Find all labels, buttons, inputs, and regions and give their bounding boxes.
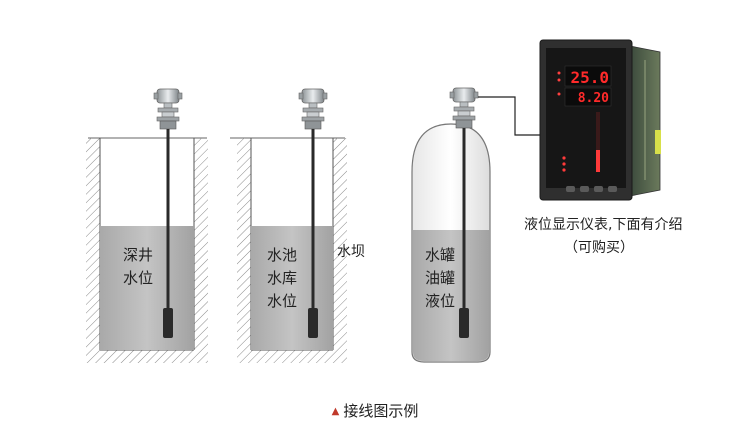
dam-label: 水坝 [337, 244, 365, 260]
tank-line-3: 液位 [425, 292, 456, 310]
probe-head-icon [298, 88, 328, 122]
well-right-wall [194, 138, 208, 363]
tank-line-1: 水罐 [425, 246, 456, 264]
reservoir-line-3: 水位 [267, 292, 298, 310]
deep-well-line-2: 水位 [123, 269, 154, 287]
meter-button-3[interactable] [594, 186, 603, 192]
caption-text: 接线图示例 [343, 402, 419, 420]
tank-liquid [413, 230, 489, 361]
meter-button-1[interactable] [566, 186, 575, 192]
tank-panel [411, 87, 545, 363]
level-meter: 25.0 8.20 [539, 39, 661, 201]
caption: ▲接线图示例 [0, 400, 750, 421]
meter-button-2[interactable] [580, 186, 589, 192]
meter-button-4[interactable] [608, 186, 617, 192]
meter-purchase-note: （可购买） [564, 240, 634, 256]
signal-wire [478, 96, 545, 136]
caption-triangle-icon: ▲ [331, 406, 340, 417]
deep-well-line-1: 深井 [123, 246, 154, 264]
reservoir-liquid [251, 226, 333, 350]
reservoir-panel [230, 88, 347, 363]
well-left-wall [86, 138, 100, 363]
reservoir-line-2: 水库 [267, 269, 298, 287]
meter-bargraph [596, 150, 600, 172]
tank-label: 水罐 油罐 液位 [425, 244, 455, 313]
deep-well-label: 深井 水位 [123, 244, 153, 290]
probe-sensor [163, 308, 173, 338]
meter-display-bottom: 8.20 [578, 91, 609, 106]
reservoir-line-1: 水池 [267, 246, 298, 264]
meter-description: 液位显示仪表,下面有介绍 [524, 217, 683, 233]
probe-head-icon [449, 87, 479, 121]
meter-display-top: 25.0 [570, 68, 609, 87]
reservoir-label: 水池 水库 水位 [267, 244, 297, 313]
deep-well-panel [86, 88, 208, 363]
tank-line-2: 油罐 [425, 269, 456, 287]
well-liquid [100, 226, 194, 350]
